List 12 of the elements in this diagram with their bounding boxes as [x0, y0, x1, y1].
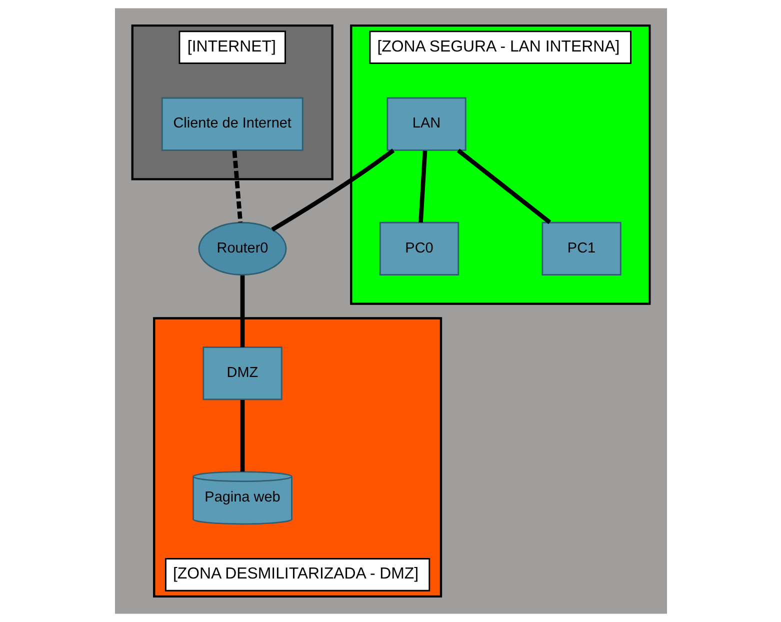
node-ellipse: Router0: [198, 222, 286, 276]
connector: [240, 275, 244, 348]
connector: [232, 150, 242, 223]
connector: [240, 400, 244, 472]
node-box: DMZ: [202, 346, 282, 400]
node-box: PC1: [541, 222, 621, 276]
node-box: Cliente de Internet: [160, 97, 303, 151]
connector: [456, 148, 551, 224]
connector: [270, 148, 394, 232]
node-box: LAN: [386, 97, 466, 151]
connector: [418, 150, 427, 223]
node-box: PC0: [378, 222, 459, 276]
